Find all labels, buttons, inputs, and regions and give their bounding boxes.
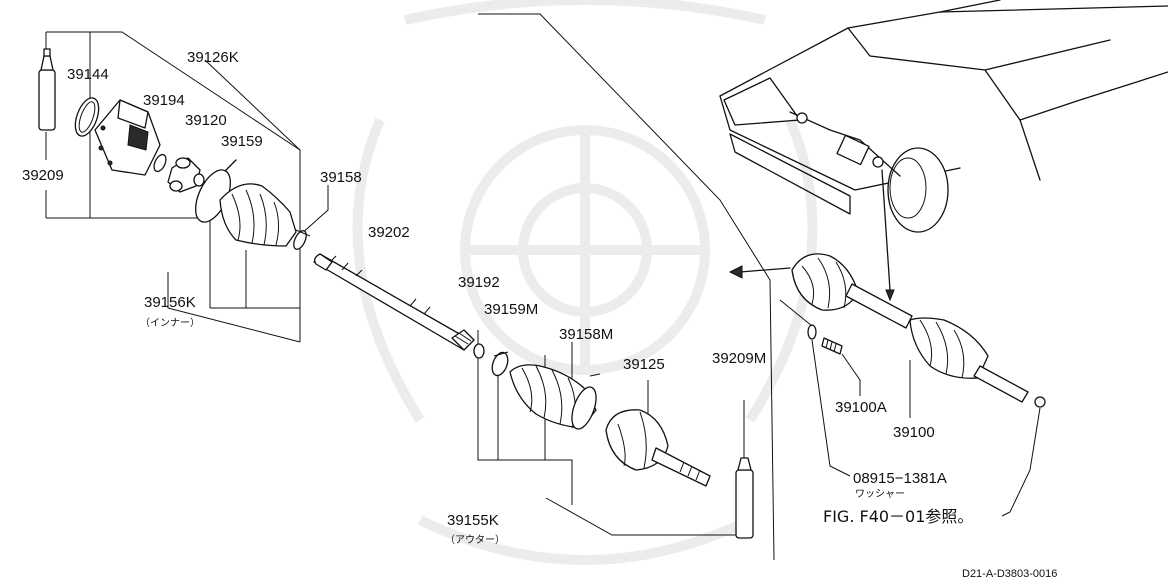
label-39194: 39194 — [143, 92, 185, 109]
tripod-joint-39120 — [167, 157, 205, 193]
snap-ring-39194 — [153, 153, 167, 173]
outer-joint-39125 — [605, 409, 711, 487]
label-39100: 39100 — [893, 424, 935, 441]
grease-tube-39209m — [735, 457, 754, 539]
label-39144: 39144 — [67, 66, 109, 83]
boot-band-39159m — [491, 351, 509, 377]
label-39155k: 39155K — [447, 512, 499, 529]
label-39126k: 39126K — [187, 49, 239, 66]
right-leader-lines — [779, 299, 1041, 517]
label-39192: 39192 — [458, 274, 500, 291]
washer-08915 — [807, 324, 817, 340]
label-39120: 39120 — [185, 112, 227, 129]
drive-shaft-39202 — [313, 253, 475, 351]
driveshaft-assembly-39100 — [791, 253, 1046, 408]
inner-housing-39126k — [94, 99, 161, 176]
outer-group-frame — [477, 13, 775, 561]
label-39209: 39209 — [22, 167, 64, 184]
reference-note: FIG. F40－01参照。 — [823, 507, 973, 526]
watermark-emblem — [352, 0, 818, 565]
snap-ring-39144 — [74, 97, 100, 137]
circlip-39192 — [473, 343, 485, 359]
part-labels: 39126K 39144 39194 39120 39159 39158 392… — [22, 49, 1057, 579]
diagram-code: D21-A-D3803-0016 — [962, 568, 1057, 579]
label-39100a: 39100A — [835, 399, 887, 416]
label-39202: 39202 — [368, 224, 410, 241]
bolt-39100a — [821, 337, 843, 355]
label-39158m: 39158M — [559, 326, 613, 343]
vehicle-illustration — [719, 0, 1168, 233]
label-39155k-sub: （アウター） — [445, 534, 505, 546]
outer-boot — [509, 364, 601, 430]
label-39156k-sub: （インナー） — [140, 317, 200, 329]
label-39209m: 39209M — [712, 350, 766, 367]
boot-band-39158 — [293, 229, 311, 250]
grease-tube-39209 — [38, 48, 56, 131]
inner-boot — [219, 183, 297, 247]
label-39156k: 39156K — [144, 294, 196, 311]
label-39159m: 39159M — [484, 301, 538, 318]
label-08915: 08915−1381A — [853, 470, 947, 487]
label-39158: 39158 — [320, 169, 362, 186]
label-39125: 39125 — [623, 356, 665, 373]
label-08915-sub: ワッシャー — [855, 489, 905, 500]
label-39159: 39159 — [221, 133, 263, 150]
leader-arrows — [728, 169, 895, 302]
